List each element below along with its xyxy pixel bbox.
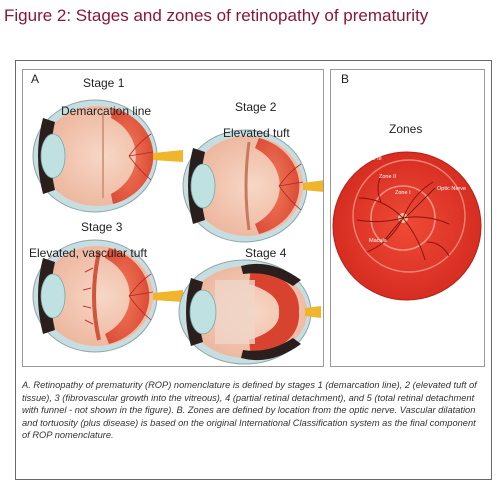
zone3-label: Zone III bbox=[363, 156, 382, 162]
panel-a-label: A bbox=[31, 72, 40, 86]
optic-nerve-label: Optic Nerve bbox=[437, 186, 467, 192]
figure-caption: A. Retinopathy of prematurity (ROP) nome… bbox=[22, 380, 477, 441]
zone1-label: Zone I bbox=[395, 190, 411, 196]
figure-frame: A bbox=[15, 60, 492, 480]
stage3-title: Stage 3 bbox=[81, 220, 123, 234]
macula-label: Macula bbox=[369, 238, 387, 244]
stages-illustration bbox=[32, 99, 323, 365]
stage1-title: Stage 1 bbox=[83, 76, 125, 90]
stage1-eye bbox=[32, 99, 183, 213]
stage2-eye bbox=[182, 129, 323, 243]
panel-a: A bbox=[22, 69, 324, 367]
fundus-illustration bbox=[332, 151, 482, 301]
zones-heading: Zones bbox=[389, 122, 423, 136]
panel-b-label: B bbox=[341, 72, 350, 86]
stage2-title: Stage 2 bbox=[235, 100, 277, 114]
zone2-label: Zone II bbox=[379, 174, 397, 180]
figure-title: Figure 2: Stages and zones of retinopath… bbox=[4, 6, 429, 25]
panel-b: B Zones bbox=[330, 69, 485, 367]
stage3-subtitle: Elevated, vascular tuft bbox=[29, 246, 148, 260]
stage1-subtitle: Demarcation line bbox=[61, 104, 152, 118]
stage4-eye bbox=[178, 259, 321, 365]
stage2-subtitle: Elevated tuft bbox=[223, 126, 290, 140]
stage3-eye bbox=[32, 239, 183, 353]
stage4-title: Stage 4 bbox=[245, 246, 287, 260]
